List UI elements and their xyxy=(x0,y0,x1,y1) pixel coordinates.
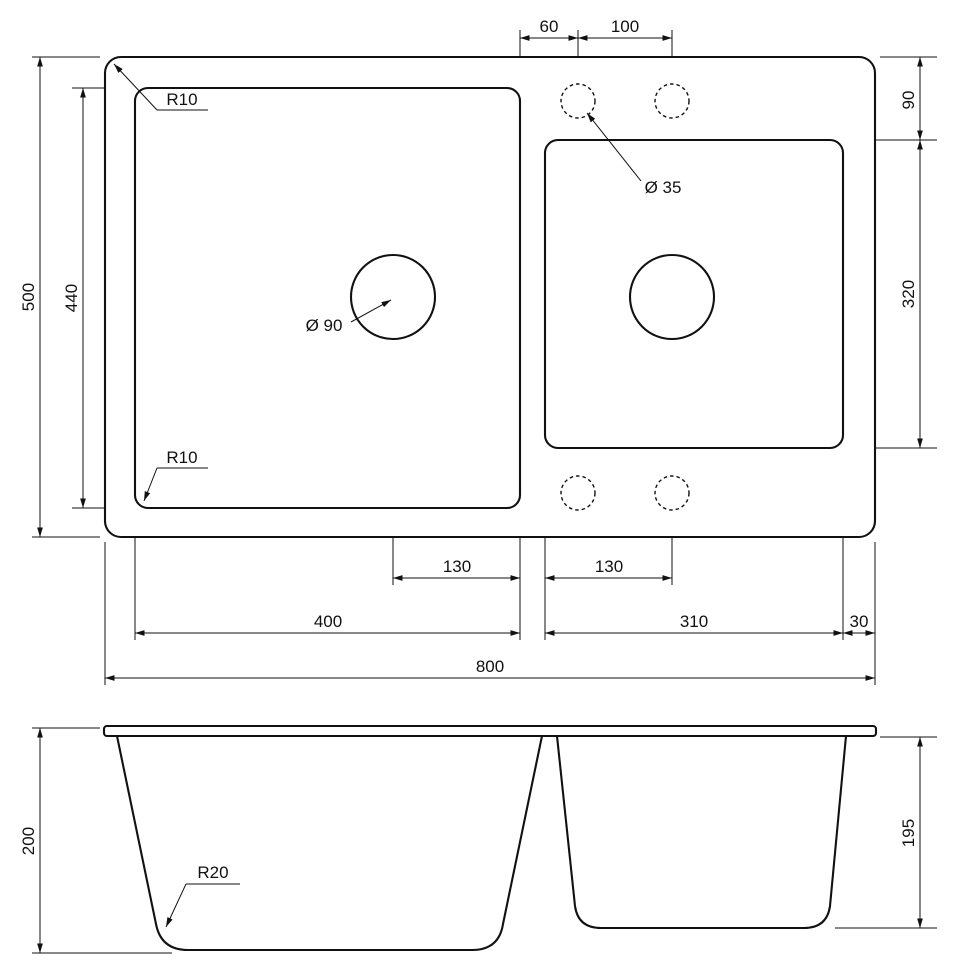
callout-leader xyxy=(165,883,187,928)
callout-leader xyxy=(586,112,642,182)
callout-leader xyxy=(143,467,158,502)
label-corner-radius-bowl: R10 xyxy=(166,448,197,467)
callout-r10-bottom: R10 xyxy=(143,448,208,502)
dim-overall-depth: 500 xyxy=(19,283,38,311)
callout-drain: Ø 90 xyxy=(306,299,392,335)
faucet-hole-bottom-right xyxy=(654,475,690,511)
dim-left-bowl-width: 400 xyxy=(314,612,342,631)
dim-left-drain-offset: 130 xyxy=(443,557,471,576)
dimension-lines xyxy=(37,35,923,681)
label-bottom-corner-radius: R20 xyxy=(197,863,228,882)
dim-hole-spacing: 100 xyxy=(611,17,639,36)
dim-overall-width: 800 xyxy=(476,657,504,676)
dim-right-bowl-height: 195 xyxy=(899,819,918,847)
dim-left-bowl-depth: 440 xyxy=(62,284,81,312)
dimension-lines-front xyxy=(37,728,923,953)
faucet-hole-bottom-left xyxy=(560,475,596,511)
faucet-hole-top-right xyxy=(654,83,690,119)
callout-leader xyxy=(113,63,158,111)
front-view: 200 195 R20 xyxy=(19,724,937,954)
callout-leader xyxy=(350,299,392,323)
left-bowl-profile xyxy=(115,735,544,952)
label-corner-radius-outer: R10 xyxy=(166,90,197,109)
right-bowl-profile xyxy=(555,735,848,930)
dim-right-drain-offset: 130 xyxy=(595,557,623,576)
label-faucet-hole-diameter: Ø 35 xyxy=(645,178,682,197)
dim-rim-to-right-bowl: 90 xyxy=(899,91,918,110)
left-drain-hole xyxy=(349,253,437,341)
callout-r10-top: R10 xyxy=(113,63,208,111)
top-view: 60 100 90 320 500 440 130 130 400 310 30… xyxy=(19,17,937,685)
dim-right-rim-margin: 30 xyxy=(850,612,869,631)
dim-right-bowl-depth: 320 xyxy=(899,280,918,308)
right-drain-hole xyxy=(628,253,716,341)
dim-left-bowl-height: 200 xyxy=(19,827,38,855)
right-bowl-outline xyxy=(543,138,845,450)
dim-right-bowl-width: 310 xyxy=(680,612,708,631)
callout-faucet-hole: Ø 35 xyxy=(586,112,682,197)
faucet-hole-top-left xyxy=(560,83,596,119)
label-drain-diameter: Ø 90 xyxy=(306,316,343,335)
left-bowl-outline xyxy=(133,86,522,510)
sink-outer-rim xyxy=(103,55,877,539)
sink-rim-profile xyxy=(102,724,878,738)
callout-r20: R20 xyxy=(165,863,240,928)
dim-hole-offset: 60 xyxy=(540,17,559,36)
